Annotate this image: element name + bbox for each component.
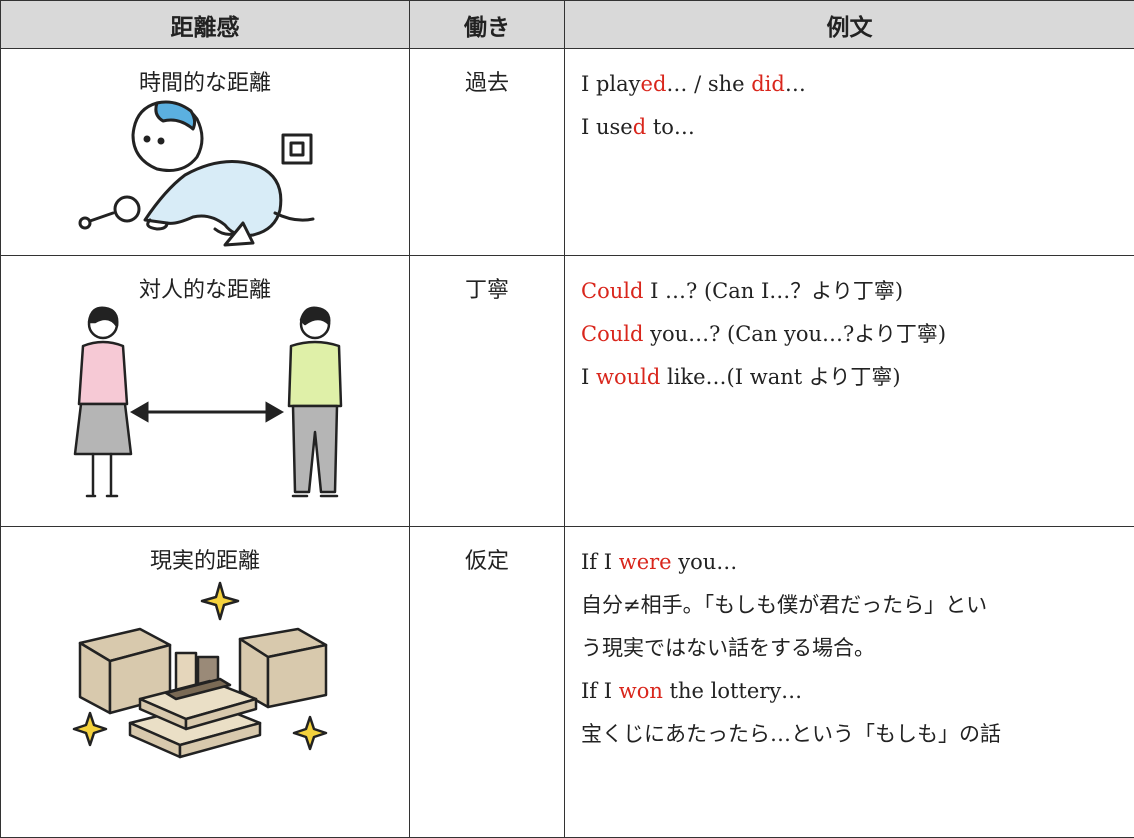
header-distance: 距離感 — [1, 1, 410, 49]
category-label: 対人的な距離 — [1, 256, 409, 302]
highlight-text: Could — [581, 279, 643, 303]
example-text: to… — [646, 115, 695, 139]
example-line: う現実ではない話をする場合。 — [581, 627, 1134, 670]
function-cell: 丁寧 — [410, 256, 565, 527]
example-text: 宝くじにあたったら…という「もしも」の話 — [581, 722, 1001, 746]
function-label: 丁寧 — [410, 256, 564, 304]
example-line: If I were you… — [581, 541, 1134, 584]
example-list: If I were you… 自分≠相手。「もしも僕が君だったら」という現実ではな… — [565, 527, 1134, 756]
function-cell: 過去 — [410, 49, 565, 256]
highlight-text: d — [633, 115, 646, 139]
function-label: 過去 — [410, 49, 564, 97]
example-text: I use — [581, 115, 633, 139]
highlight-text: Could — [581, 322, 643, 346]
header-row: 距離感 働き 例文 — [1, 1, 1134, 49]
highlight-text: did — [751, 72, 785, 96]
header-example: 例文 — [565, 1, 1134, 49]
category-cell: 対人的な距離 — [1, 256, 410, 527]
example-text: If I — [581, 550, 619, 574]
example-text: う現実ではない話をする場合。 — [581, 636, 875, 660]
example-cell: I played… / she did…I used to… — [565, 49, 1134, 256]
header-function: 働き — [410, 1, 565, 49]
category-label: 現実的距離 — [1, 527, 409, 573]
example-cell: Could I …? (Can I…？より丁寧)Could you…? (Can… — [565, 256, 1134, 527]
example-line: I used to… — [581, 106, 1134, 149]
money-boxes-illustration — [70, 573, 340, 773]
example-line: I would like…(I want より丁寧) — [581, 356, 1134, 399]
example-text: I play — [581, 72, 641, 96]
highlight-text: would — [596, 365, 660, 389]
highlight-text: were — [619, 550, 672, 574]
category-cell: 時間的な距離 — [1, 49, 410, 256]
example-cell: If I were you… 自分≠相手。「もしも僕が君だったら」という現実ではな… — [565, 527, 1134, 838]
example-line: If I won the lottery… — [581, 670, 1134, 713]
example-list: I played… / she did…I used to… — [565, 49, 1134, 149]
example-text: you… — [672, 550, 738, 574]
table-row: 時間的な距離 — [1, 49, 1134, 256]
example-list: Could I …? (Can I…？より丁寧)Could you…? (Can… — [565, 256, 1134, 399]
highlight-text: won — [619, 679, 663, 703]
example-text: you…? (Can you…?より丁寧) — [643, 322, 946, 346]
example-text: the lottery… — [663, 679, 802, 703]
function-cell: 仮定 — [410, 527, 565, 838]
table-row: 対人的な距離 — [1, 256, 1134, 527]
example-line: Could I …? (Can I…？より丁寧) — [581, 270, 1134, 313]
example-text: 自分≠相手。「もしも僕が君だったら」とい — [581, 593, 987, 617]
two-people-distance-illustration — [65, 302, 345, 502]
example-text: I — [581, 365, 596, 389]
example-line: 宝くじにあたったら…という「もしも」の話 — [581, 713, 1134, 756]
example-line: Could you…? (Can you…?より丁寧) — [581, 313, 1134, 356]
example-text: If I — [581, 679, 619, 703]
highlight-text: ed — [641, 72, 667, 96]
example-line: 自分≠相手。「もしも僕が君だったら」とい — [581, 584, 1134, 627]
table-row: 現実的距離 — [1, 527, 1134, 838]
example-text: like…(I want より丁寧) — [660, 365, 900, 389]
category-label: 時間的な距離 — [1, 49, 409, 95]
example-text: … — [785, 72, 806, 96]
function-label: 仮定 — [410, 527, 564, 575]
example-text: … / she — [666, 72, 751, 96]
example-line: I played… / she did… — [581, 63, 1134, 106]
example-text: I …? (Can I…？より丁寧) — [643, 279, 903, 303]
category-cell: 現実的距離 — [1, 527, 410, 838]
crawling-baby-illustration — [75, 95, 335, 255]
